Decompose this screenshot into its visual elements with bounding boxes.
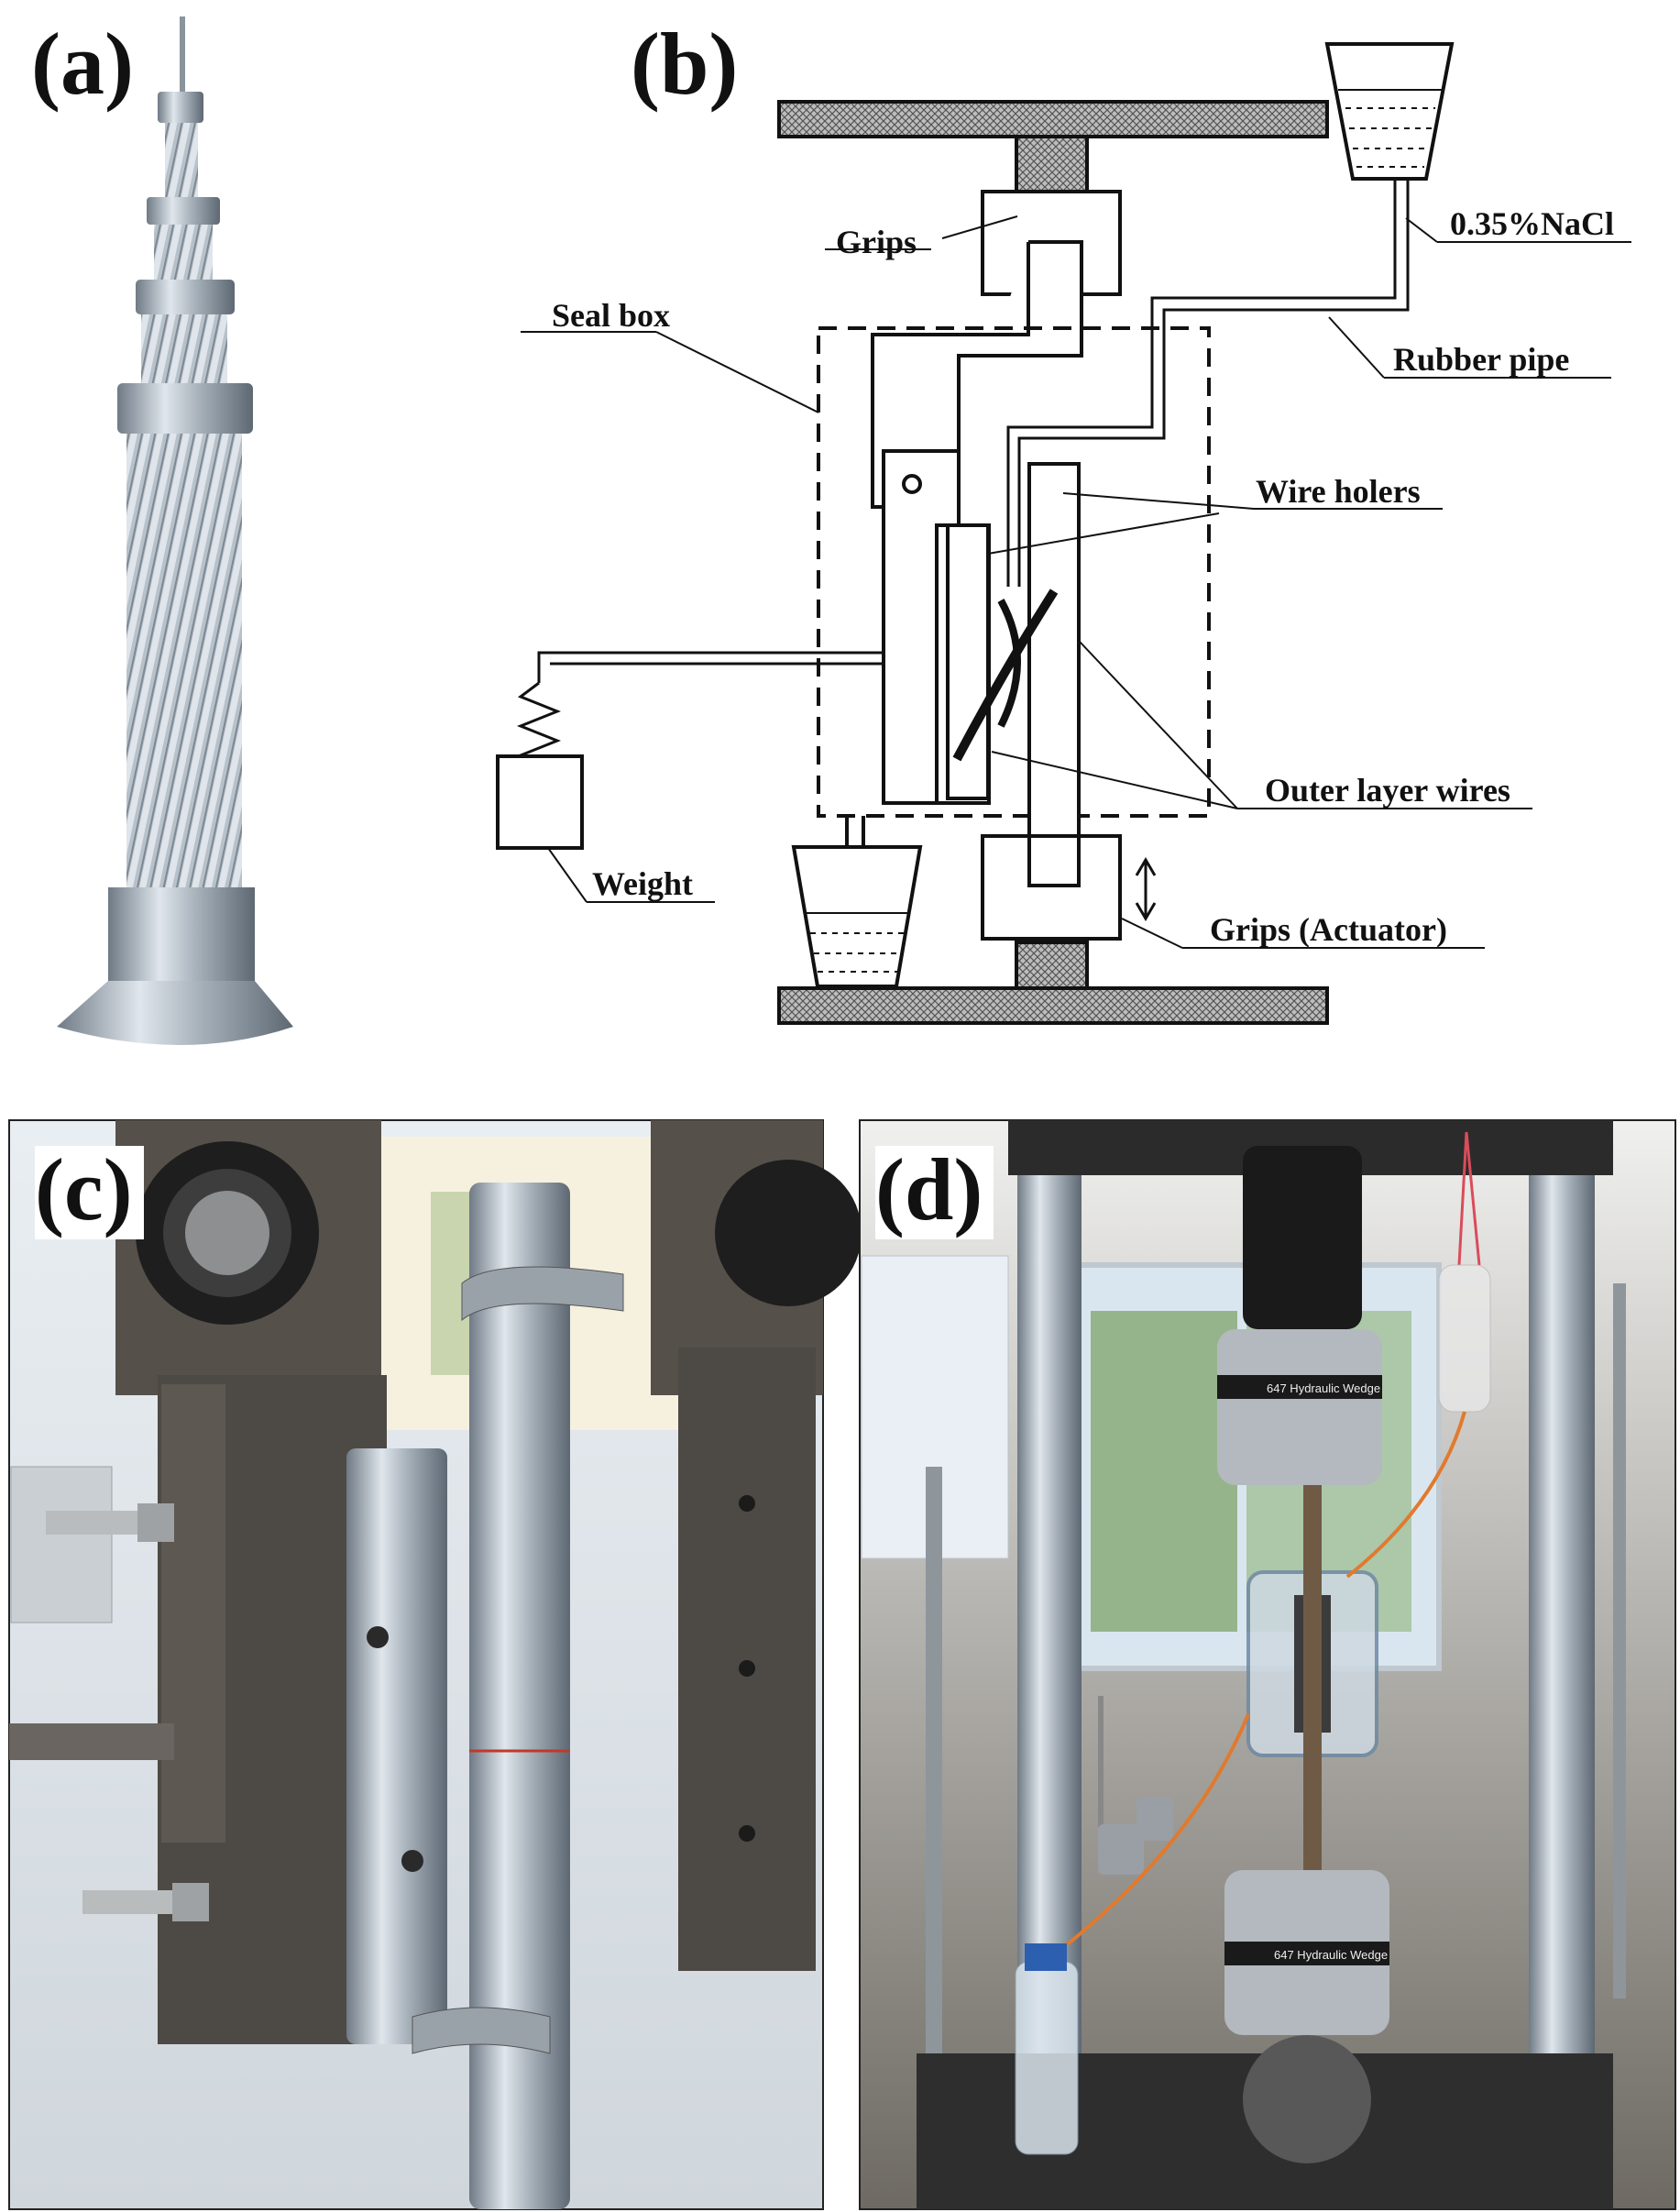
photo-test-machine: 647 Hydraulic Wedge 647 Hydraulic Wedge: [859, 1119, 1676, 2210]
salt-reservoir: [1324, 42, 1455, 181]
panel-label-b: (b): [631, 15, 739, 113]
conductor-illustration: [57, 17, 293, 1045]
label-weight: Weight: [592, 865, 693, 902]
label-grips-actuator: Grips (Actuator): [1210, 911, 1447, 948]
photo-closeup-fixture: [8, 1119, 862, 2210]
test-rig-schematic: [496, 42, 1631, 1025]
spring: [516, 681, 562, 765]
panel-label-d: (d): [875, 1146, 994, 1239]
panel-label-c: (c): [35, 1146, 144, 1239]
panel-label-a: (a): [31, 15, 134, 113]
grip-text-lower: 647 Hydraulic Wedge: [1274, 1948, 1388, 1962]
label-seal-box: Seal box: [552, 297, 670, 334]
bottom-frame-plate: [777, 986, 1329, 1025]
label-rubber-pipe: Rubber pipe: [1393, 341, 1569, 378]
drain-cup: [791, 845, 923, 988]
label-outer-layer-wires: Outer layer wires: [1265, 772, 1510, 809]
outer-layer-wire-2: [952, 589, 1059, 762]
outer-layer-wire-1: [997, 599, 1021, 728]
rubber-pipe: [1017, 179, 1410, 587]
grip-text-upper: 647 Hydraulic Wedge: [1267, 1381, 1380, 1395]
seal-box: [817, 326, 1211, 818]
top-frame-plate: [777, 100, 1329, 138]
weight-block: [496, 754, 584, 850]
label-salt-solution: 0.35%NaCl: [1450, 205, 1614, 242]
right-wire-holder: [1027, 462, 1081, 887]
label-grips-top: Grips: [836, 224, 917, 260]
label-wire-holders: Wire holers: [1256, 473, 1421, 510]
